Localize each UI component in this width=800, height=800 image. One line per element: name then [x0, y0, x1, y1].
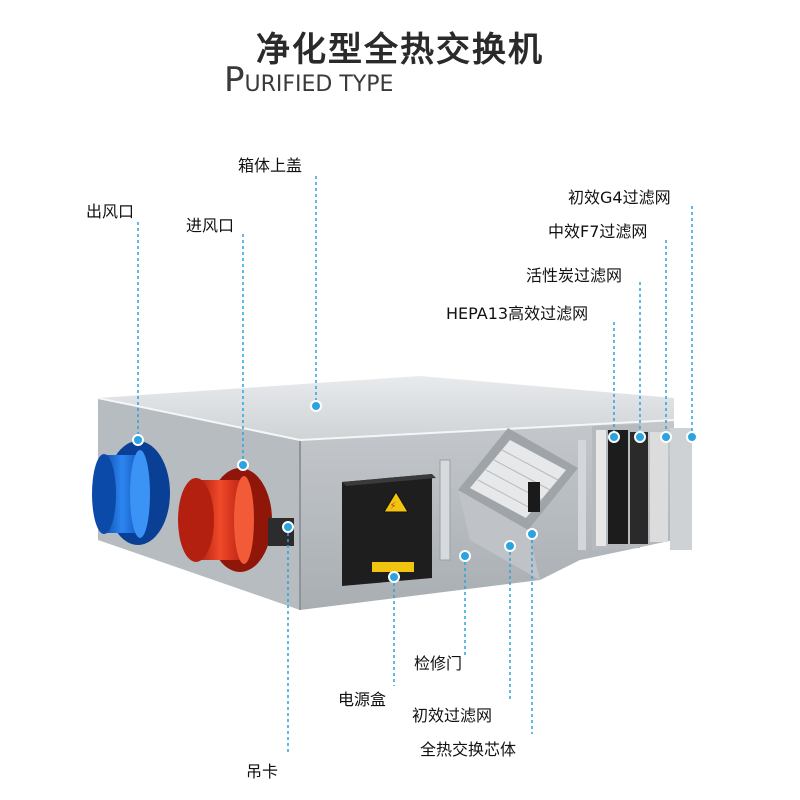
label-filter-f7: 中效F7过滤网: [548, 222, 648, 241]
filter-panel-g4: [596, 430, 606, 546]
label-outlet: 出风口: [86, 202, 135, 221]
label-power-box: 电源盒: [338, 690, 387, 709]
leader-lines: [137, 176, 693, 755]
filter-panel-hepa: [650, 432, 668, 542]
power-box: ⚡: [342, 474, 436, 586]
inlet-duct: [178, 468, 272, 572]
page-title: 净化型全热交换机: [256, 30, 544, 70]
outlet-duct: [92, 441, 170, 545]
label-filter-g4: 初效G4过滤网: [568, 188, 671, 207]
label-heat-core: 全热交换芯体: [420, 740, 517, 759]
subtitle-rest: URIFIED TYPE: [244, 72, 394, 97]
label-inlet: 进风口: [186, 216, 235, 235]
page-subtitle: PURIFIED TYPE: [224, 60, 393, 100]
subtitle-initial: P: [224, 60, 245, 100]
label-filter-carbon: 活性炭过滤网: [526, 266, 623, 285]
label-hanger: 吊卡: [246, 762, 279, 781]
svg-text:⚡: ⚡: [389, 501, 396, 512]
label-top-cover: 箱体上盖: [238, 156, 303, 175]
filter-panel-f7: [608, 430, 628, 544]
label-access-door: 检修门: [414, 654, 463, 673]
heat-exchange-core: [458, 428, 578, 580]
filter-stack: [578, 424, 692, 550]
label-primary-filter: 初效过滤网: [412, 706, 493, 725]
filter-panel-carbon: [630, 432, 648, 544]
leader-dots: [132, 400, 698, 583]
label-filter-hepa: HEPA13高效过滤网: [446, 304, 589, 323]
casing-top: [98, 376, 674, 440]
